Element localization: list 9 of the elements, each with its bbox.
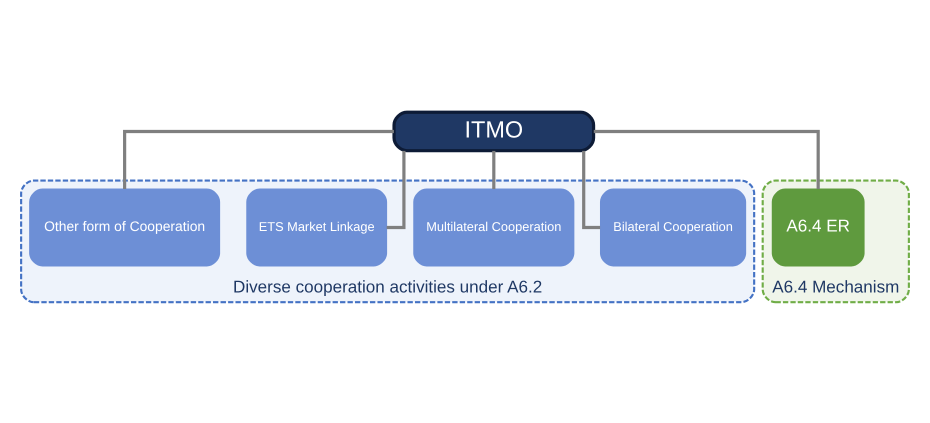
node-box: ETS Market Linkage <box>246 188 388 266</box>
node-box: Multilateral Cooperation <box>413 188 574 266</box>
connector <box>492 150 496 190</box>
node-box: A6.4 ER <box>772 188 865 266</box>
node-box: ITMO <box>392 110 596 152</box>
connector <box>123 130 394 189</box>
node-box: Other form of Cooperation <box>29 188 220 266</box>
connector <box>594 130 820 189</box>
node-box: Bilateral Cooperation <box>600 188 746 266</box>
